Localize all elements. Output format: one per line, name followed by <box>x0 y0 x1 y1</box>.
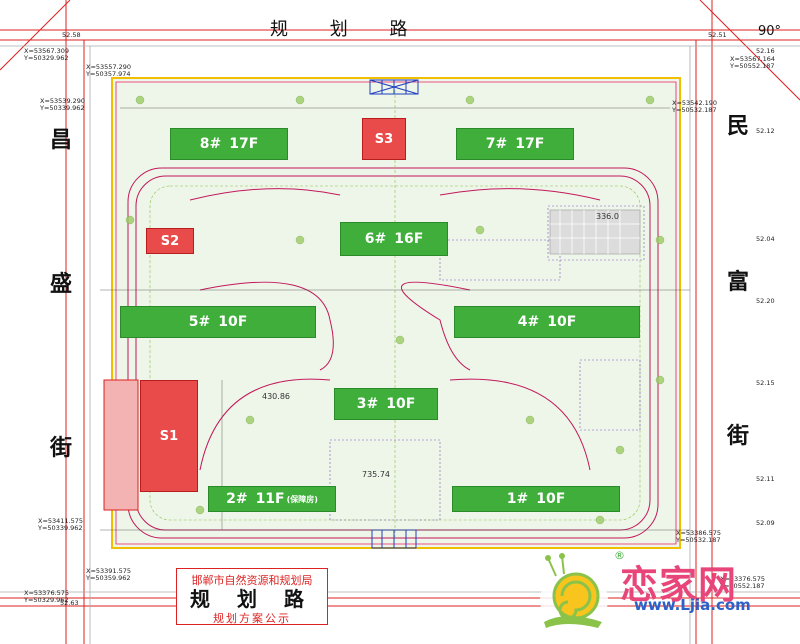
logo-url[interactable]: www.Ljia.com <box>634 596 751 614</box>
building-5[interactable]: 5# 10F <box>120 306 316 338</box>
elevation: 52.15 <box>756 379 775 387</box>
elevation: 52.11 <box>756 475 775 483</box>
road-right-char-3: 街 <box>727 423 750 449</box>
building-floors: 10F <box>547 314 577 330</box>
building-number: 3# <box>356 396 379 412</box>
elevation: 52.63 <box>60 599 79 607</box>
building-number: 5# <box>188 314 211 330</box>
snail-logo-icon <box>540 553 608 630</box>
shop-s1[interactable]: S1 <box>140 380 198 492</box>
area-label: 336.0 <box>596 212 619 221</box>
elevation: 52.51 <box>708 31 727 39</box>
building-number: 8# <box>199 136 222 152</box>
elevation: 52.20 <box>756 297 775 305</box>
road-left-char-1: 昌 <box>50 127 73 153</box>
building-floors: 11F <box>255 491 285 507</box>
elevation: 52.12 <box>756 127 775 135</box>
building-4[interactable]: 4# 10F <box>454 306 640 338</box>
road-right-char-1: 民 <box>727 113 750 139</box>
building-8[interactable]: 8# 17F <box>170 128 288 160</box>
road-label-top: 规 划 路 <box>270 19 426 40</box>
building-floors: 10F <box>536 491 566 507</box>
building-floors: 17F <box>229 136 259 152</box>
building-note: (保障房) <box>286 494 318 504</box>
elevation: 52.16 <box>756 47 775 55</box>
building-number: 1# <box>506 491 529 507</box>
elevation: 52.09 <box>756 519 775 527</box>
building-number: 4# <box>517 314 540 330</box>
building-1[interactable]: 1# 10F <box>452 486 620 512</box>
notice-bureau: 邯郸市自然资源和规划局 <box>191 574 313 587</box>
shop-s3[interactable]: S3 <box>362 118 406 160</box>
elevation: 52.04 <box>756 235 775 243</box>
shop-s2[interactable]: S2 <box>146 228 194 254</box>
building-floors: 16F <box>394 231 424 247</box>
building-6[interactable]: 6# 16F <box>340 222 448 256</box>
notice-title: 规划方案公示 <box>213 612 291 625</box>
building-3[interactable]: 3# 10F <box>334 388 438 420</box>
area-label: 430.86 <box>262 392 290 401</box>
elevation: 52.58 <box>62 31 81 39</box>
building-2[interactable]: 2# 11F (保障房) <box>208 486 336 512</box>
road-right-char-2: 富 <box>727 269 750 295</box>
logo-text: 恋家网 <box>620 563 738 607</box>
building-number: 6# <box>364 231 387 247</box>
building-floors: 10F <box>386 396 416 412</box>
road-left-char-2: 盛 <box>50 271 73 297</box>
building-floors: 10F <box>218 314 248 330</box>
road-left-char-3: 街 <box>50 435 73 461</box>
building-number: 2# <box>226 491 248 507</box>
building-floors: 17F <box>515 136 545 152</box>
building-7[interactable]: 7# 17F <box>456 128 574 160</box>
planning-notice: 邯郸市自然资源和规划局 规 划 路 规划方案公示 <box>176 568 328 625</box>
area-label: 735.74 <box>362 470 390 479</box>
north-angle: 90° <box>758 24 782 39</box>
notice-road: 规 划 路 <box>190 587 314 611</box>
building-number: 7# <box>485 136 508 152</box>
registered-mark: ® <box>614 549 625 562</box>
